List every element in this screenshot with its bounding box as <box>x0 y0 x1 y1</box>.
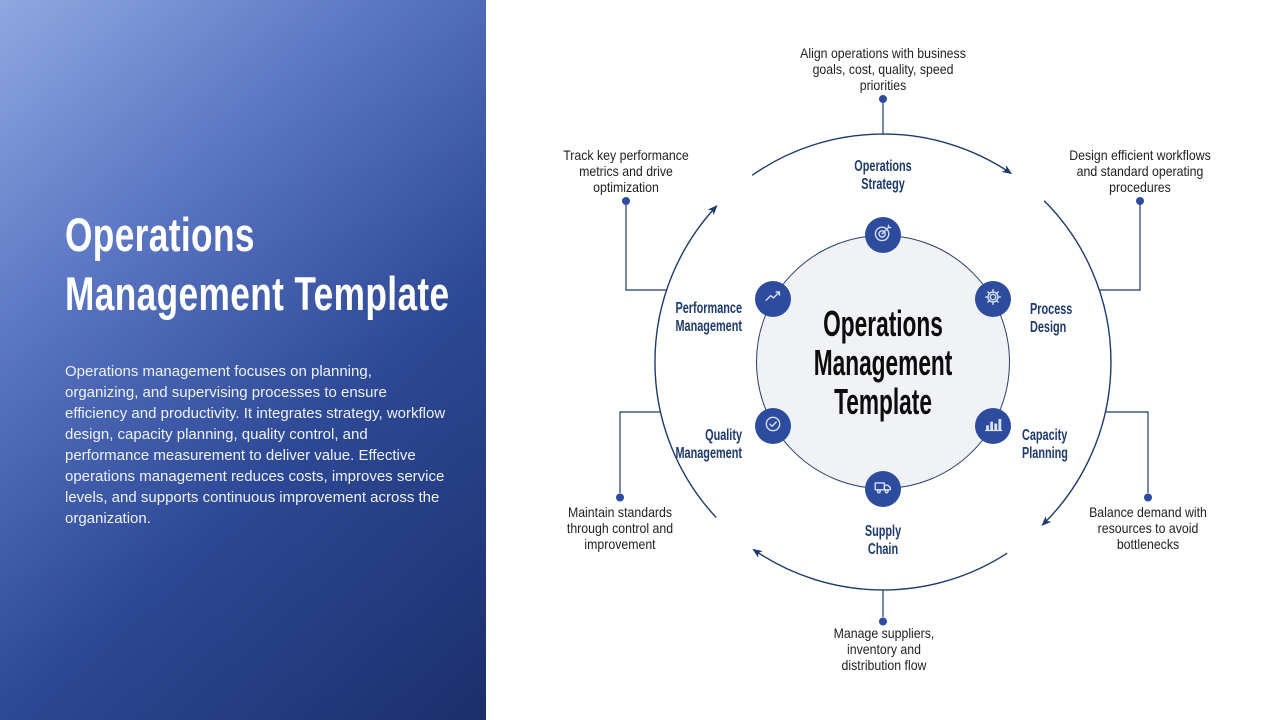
diagram-panel: Operations Management Template <box>486 0 1280 720</box>
arc-right <box>1041 200 1112 527</box>
left-panel: Operations Management Template Operation… <box>0 0 487 720</box>
page-title-line-1: Operations <box>65 208 255 261</box>
annotation-process-design: Design efficient workflows and standard … <box>1069 147 1211 195</box>
target-dart-icon <box>872 222 894 249</box>
dot-bottom <box>879 617 887 626</box>
connector-top-right <box>1099 205 1141 291</box>
center-hub-title: Operations Management Template <box>773 304 993 421</box>
check-circle-icon <box>762 413 784 440</box>
label-operations-strategy: Operations Strategy <box>854 158 912 193</box>
page-title-line-2: Management Template <box>65 267 450 320</box>
annotation-quality-management: Maintain standards through control and i… <box>566 504 674 552</box>
cycle-arcs <box>654 133 1112 591</box>
node-supply-chain <box>865 471 901 507</box>
trend-up-icon <box>762 286 784 313</box>
annotation-supply-chain: Manage suppliers, inventory and distribu… <box>833 625 935 673</box>
node-process-design <box>975 281 1011 317</box>
annotation-performance-management: Track key performance metrics and drive … <box>563 147 689 195</box>
label-performance-management: Performance Management <box>675 300 742 335</box>
node-performance-management <box>755 281 791 317</box>
label-process-design: Process Design <box>1030 301 1073 336</box>
center-title-line-3: Template <box>834 380 932 422</box>
truck-icon <box>872 476 894 503</box>
annotation-connectors <box>619 103 1149 617</box>
label-quality-management: Quality Management <box>675 427 742 462</box>
arc-left <box>654 205 718 518</box>
center-title-line-1: Operations <box>823 302 943 344</box>
dot-bottom-left <box>616 493 624 502</box>
bar-chart-icon <box>982 413 1004 440</box>
node-operations-strategy <box>865 217 901 253</box>
center-title-line-2: Management <box>813 341 953 383</box>
page-description: Operations management focuses on plannin… <box>65 363 446 527</box>
gear-icon <box>982 286 1004 313</box>
dot-top-left <box>622 197 630 205</box>
label-supply-chain: Supply Chain <box>864 523 902 558</box>
connector-bottom-left <box>619 411 661 493</box>
dot-top-right <box>1136 197 1144 205</box>
cycle-arrows-graphic <box>616 95 1152 626</box>
connector-dots <box>616 95 1152 626</box>
label-capacity-planning: Capacity Planning <box>1022 427 1068 462</box>
arc-bottom <box>752 548 1008 591</box>
page-title: Operations Management Template <box>65 205 485 323</box>
connector-top-left <box>625 205 667 291</box>
node-quality-management <box>755 408 791 444</box>
arc-top <box>751 133 1013 176</box>
dot-bottom-right <box>1144 493 1152 502</box>
annotation-operations-strategy: Align operations with business goals, co… <box>800 45 966 93</box>
node-capacity-planning <box>975 408 1011 444</box>
connector-bottom-right <box>1105 411 1149 493</box>
annotation-capacity-planning: Balance demand with resources to avoid b… <box>1089 504 1207 552</box>
dot-top <box>879 95 887 103</box>
center-hub-circle: Operations Management Template <box>756 235 1010 489</box>
